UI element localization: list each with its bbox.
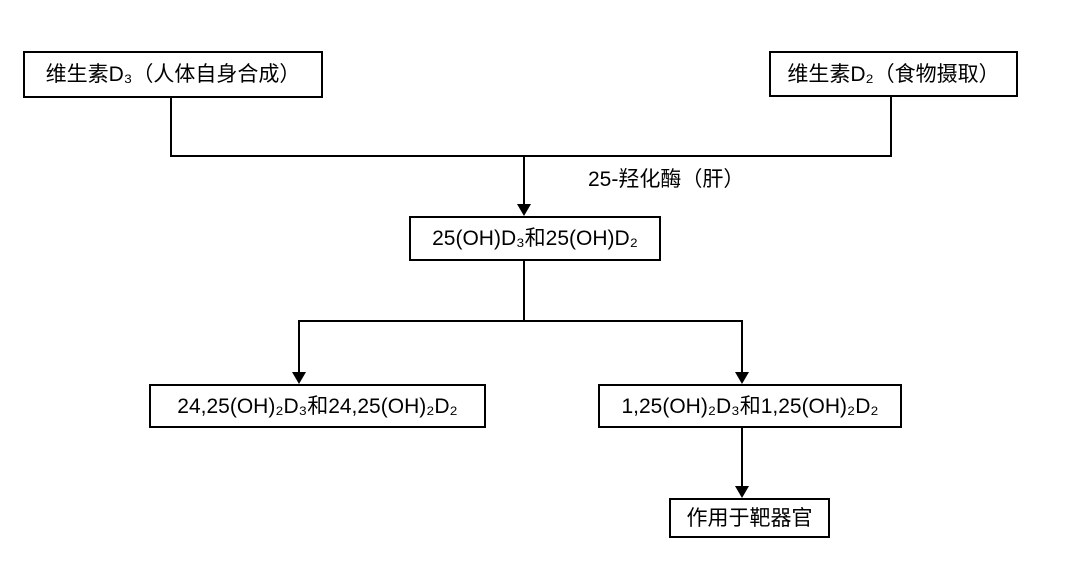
arrowhead-down-icon: [735, 486, 749, 498]
node-1-25-oh2-d: 1,25(OH)₂D₃和1,25(OH)₂D₂: [598, 384, 902, 428]
arrowhead-down-icon: [517, 204, 531, 216]
connector-vd3-stub: [170, 98, 172, 157]
arrowhead-down-icon: [735, 372, 749, 384]
node-target-organ: 作用于靶器官: [669, 498, 830, 538]
arrowhead-down-icon: [292, 372, 306, 384]
node-24-25-oh2-d: 24,25(OH)₂D₃和24,25(OH)₂D₂: [149, 384, 486, 428]
connector-to-25oh: [523, 157, 525, 205]
connector-to-target: [741, 428, 743, 486]
connector-25oh-stub: [523, 261, 525, 322]
node-vitamin-d3: 维生素D₃（人体自身合成）: [23, 51, 323, 98]
connector-merge-horizontal: [170, 155, 892, 157]
connector-split-horizontal: [298, 320, 743, 322]
connector-to-inactive: [298, 322, 300, 372]
connector-vd2-stub: [890, 97, 892, 157]
connector-to-active: [741, 322, 743, 372]
edge-label-hydroxylase: 25-羟化酶（肝）: [588, 168, 745, 191]
node-25oh-d: 25(OH)D₃和25(OH)D₂: [409, 216, 661, 261]
node-vitamin-d2: 维生素D₂（食物摄取）: [769, 51, 1018, 97]
